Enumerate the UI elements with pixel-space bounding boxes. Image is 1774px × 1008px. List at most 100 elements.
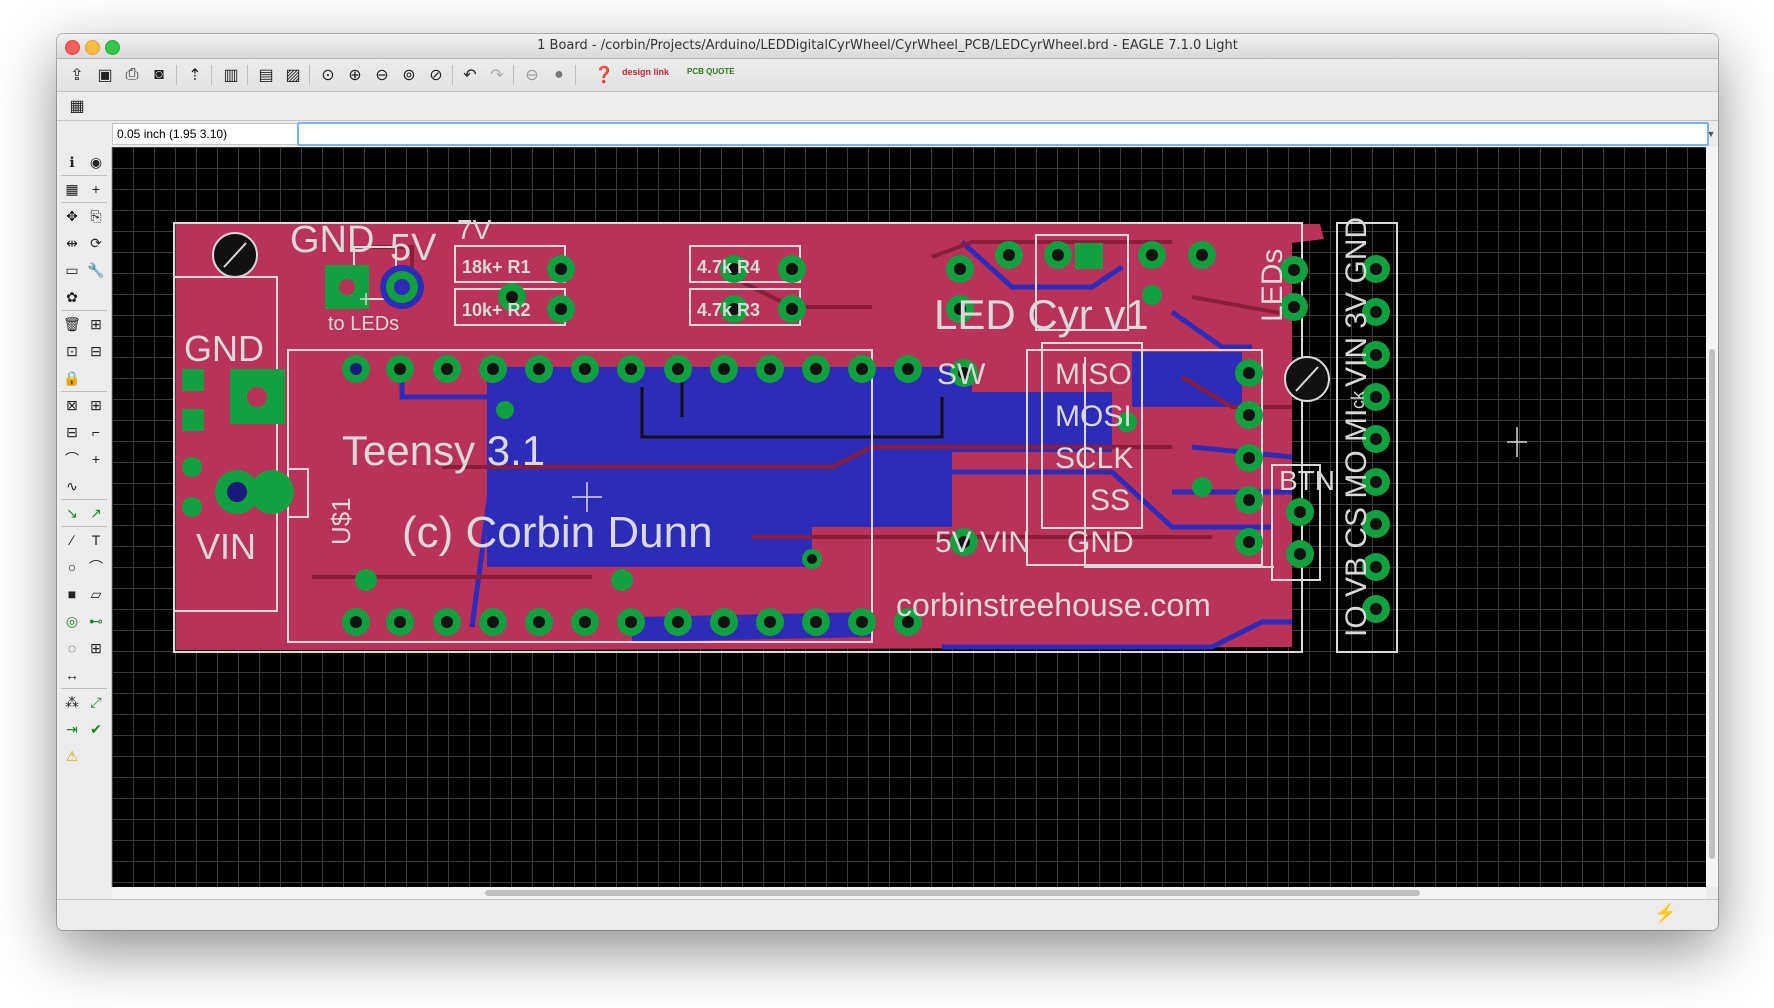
show-icon[interactable]: ◉ — [89, 153, 103, 170]
board-icon[interactable]: ▨ — [285, 67, 301, 84]
ratsnest-icon[interactable]: ⁂ — [65, 693, 79, 710]
info-icon[interactable]: ℹ — [69, 153, 75, 170]
cam-icon[interactable]: ◙ — [154, 66, 164, 83]
pcb-quote-logo[interactable]: PCB QUOTE — [687, 67, 735, 76]
erc-icon[interactable]: ⇥ — [66, 720, 78, 737]
group-icon[interactable]: ▭ — [65, 261, 79, 278]
open-icon[interactable]: ⇪ — [70, 67, 84, 84]
display-layers-icon[interactable]: ▦ — [65, 180, 79, 197]
via-icon[interactable]: ◎ — [65, 612, 79, 629]
rect-icon[interactable]: ■ — [67, 586, 77, 602]
grid-icon[interactable]: ▦ — [69, 98, 85, 115]
silk-btn: BTN — [1279, 465, 1335, 496]
pcb-drawing: GND 5V 7V to LEDs 18k+ R1 10k+ R2 4.7k R… — [173, 214, 1527, 653]
rotate-icon[interactable]: ⟳ — [90, 234, 102, 251]
origin-markers — [360, 293, 1527, 512]
meander-icon[interactable]: ∿ — [66, 477, 78, 494]
replace-icon[interactable]: ⊟ — [66, 423, 78, 440]
autorouter-icon[interactable]: ⤢ — [90, 693, 102, 710]
main-toolbar: ⇪ ▣ ⎙ ◙ ⇡ ▥ ▤ ▨ ⊙ ⊕ ⊖ ⊚ ⊘ ↶ ↷ ⊖ ● ❓ desi… — [57, 59, 1718, 92]
library-icon[interactable]: ▥ — [223, 67, 239, 84]
silk-7v: 7V — [457, 214, 492, 245]
mirror-icon[interactable]: ⇹ — [66, 234, 78, 251]
zoom-in-icon[interactable]: ⊕ — [348, 67, 362, 84]
undo-icon[interactable]: ↶ — [463, 67, 477, 84]
silk-leds: LEDs — [1256, 249, 1289, 322]
silk-ss: SS — [1090, 484, 1130, 517]
value-icon[interactable]: ⊟ — [90, 342, 102, 359]
zoom-out-icon[interactable]: ⊖ — [375, 67, 389, 84]
zoom-redraw-icon[interactable]: ⊚ — [402, 67, 416, 84]
command-history-dropdown[interactable]: ▼ — [1706, 129, 1716, 139]
paste-icon[interactable]: ✿ — [66, 288, 78, 305]
horizontal-scroll-thumb[interactable] — [485, 890, 1420, 896]
silk-to-leds: to LEDs — [328, 313, 399, 335]
vertical-scrollbar[interactable] — [1706, 147, 1718, 887]
zoom-window-button[interactable] — [105, 40, 120, 55]
split-icon[interactable]: ⊞ — [90, 396, 102, 413]
silk-mosi: MOSI — [1055, 400, 1132, 433]
silk-vin-left: VIN — [196, 526, 256, 567]
delete-icon[interactable]: 🗑 — [63, 315, 81, 332]
copy-icon[interactable]: ⎘ — [90, 207, 102, 224]
silk-teensy: Teensy 3.1 — [342, 427, 545, 474]
change-icon[interactable]: 🔧 — [87, 261, 105, 278]
help-icon[interactable]: ❓ — [594, 67, 614, 84]
save-icon[interactable]: ▣ — [97, 67, 113, 84]
silk-sclk: SCLK — [1055, 442, 1133, 475]
title-bar: 1 Board - /corbin/Projects/Arduino/LEDDi… — [57, 34, 1718, 59]
command-input[interactable] — [297, 122, 1709, 146]
polygon-icon[interactable]: ▱ — [90, 585, 102, 602]
wire-icon[interactable]: ∕ — [70, 532, 74, 548]
lock-icon[interactable]: 🔒 — [63, 369, 81, 386]
silk-gnd-left: GND — [184, 328, 264, 369]
smash-icon[interactable]: ⊠ — [66, 396, 78, 413]
minimize-window-button[interactable] — [85, 40, 100, 55]
route-icon[interactable]: + — [91, 451, 101, 467]
go-icon[interactable]: ● — [554, 66, 564, 83]
ripup-icon[interactable]: ↗ — [90, 504, 102, 521]
signal-icon[interactable]: ⊷ — [89, 612, 103, 629]
mark-icon[interactable]: + — [91, 181, 101, 197]
bolt-icon[interactable]: ⚡ — [1654, 903, 1677, 923]
zoom-select-icon[interactable]: ⊘ — [429, 67, 443, 84]
route-wire-icon[interactable]: ↘ — [66, 504, 78, 521]
drc-icon[interactable]: ✔ — [90, 720, 102, 737]
errors-icon[interactable]: ⚠ — [65, 747, 79, 764]
pad-holes — [350, 249, 1382, 628]
miter-icon[interactable]: ⌐ — [91, 424, 101, 440]
silk-gnd-top: GND — [290, 219, 374, 261]
command-toolbar: ℹ ◉ ▦ + ✥ ⎘ ⇹ ⟳ ▭ 🔧 ✿ 🗑 ⊞ ⊡ ⊟ 🔒 ⊠ ⊞ ⊟ ⌐ … — [57, 147, 112, 887]
eagle-window: 1 Board - /corbin/Projects/Arduino/LEDDi… — [57, 34, 1718, 930]
silk-miso: MISO — [1055, 358, 1132, 391]
attribute-icon[interactable]: ⊞ — [90, 639, 102, 656]
dimension-icon[interactable]: ↔ — [65, 667, 79, 683]
close-window-button[interactable] — [65, 40, 80, 55]
text-icon[interactable]: T — [91, 532, 101, 548]
power-jack-pads — [182, 243, 1103, 517]
silk-5v-vin: 5V VIN — [935, 526, 1030, 559]
stop-icon[interactable]: ⊖ — [525, 67, 539, 84]
circle-icon[interactable]: ○ — [67, 559, 77, 575]
print-icon[interactable]: ⎙ — [125, 66, 139, 83]
horizontal-scrollbar[interactable] — [112, 887, 1706, 899]
vertical-scroll-thumb[interactable] — [1709, 349, 1715, 859]
hole-icon[interactable]: ◌ — [67, 640, 77, 656]
add-icon[interactable]: ⊞ — [90, 315, 102, 332]
board-canvas[interactable]: GND 5V 7V to LEDs 18k+ R1 10k+ R2 4.7k R… — [112, 147, 1706, 887]
silk-r3: 4.7k R3 — [697, 300, 760, 320]
silk-header-top: VIN 3V GND — [1340, 217, 1373, 387]
zoom-fit-icon[interactable]: ⊙ — [321, 67, 335, 84]
silk-copyright: (c) Corbin Dunn — [402, 508, 713, 557]
move-icon[interactable]: ✥ — [66, 207, 78, 224]
redo-icon[interactable]: ↷ — [490, 67, 504, 84]
silk-u1: U$1 — [326, 497, 356, 545]
design-link-logo[interactable]: design link — [622, 67, 670, 77]
schematic-icon[interactable]: ▤ — [258, 67, 274, 84]
silk-gnd-right: GND — [1067, 526, 1134, 559]
status-bar: ⚡ — [57, 899, 1718, 930]
name-icon[interactable]: ⊡ — [66, 342, 78, 359]
export-icon[interactable]: ⇡ — [188, 67, 202, 84]
arc-icon[interactable]: ⌒ — [89, 559, 103, 575]
optimize-icon[interactable]: ⌒ — [65, 451, 79, 467]
